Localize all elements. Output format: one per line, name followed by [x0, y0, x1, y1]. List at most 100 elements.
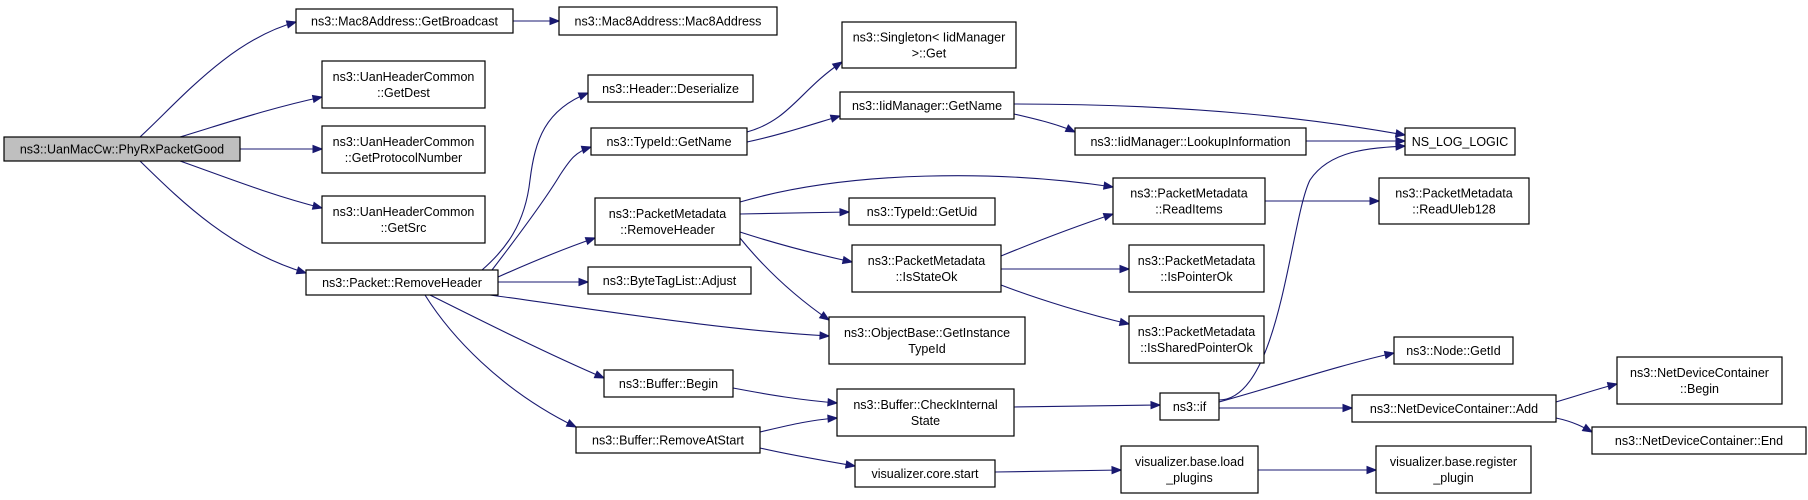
arrowhead-removeheader-to-bufremove: [565, 419, 578, 428]
node-pmremove-label-0: ns3::PacketMetadata: [609, 207, 726, 221]
arrowhead-bufbegin-to-bufcheck: [827, 398, 839, 407]
node-pmremove[interactable]: ns3::PacketMetadata::RemoveHeader: [594, 197, 741, 246]
edge-typeidname-to-singleton: [746, 61, 843, 133]
call-edges: [139, 16, 1619, 475]
node-bufbegin[interactable]: ns3::Buffer::Begin: [603, 369, 734, 398]
node-pmisshared-label-1: ::IsSharedPointerOk: [1140, 341, 1253, 355]
node-pmisptr[interactable]: ns3::PacketMetadata::IsPointerOk: [1128, 244, 1265, 293]
node-iidlookup[interactable]: ns3::IidManager::LookupInformation: [1074, 127, 1307, 156]
node-mac8bcast[interactable]: ns3::Mac8Address::GetBroadcast: [295, 8, 514, 34]
arrowhead-pmremove-to-pmisstate: [841, 255, 854, 265]
arrowhead-removeheader-to-hdrdeser: [577, 92, 590, 101]
node-nsif-label-0: ns3::if: [1173, 400, 1207, 414]
node-getdest-label-1: ::GetDest: [377, 86, 430, 100]
node-bufcheck-label-1: State: [911, 414, 940, 428]
edge-pmremove-to-pmreaditems: [739, 175, 1114, 203]
node-objbase-label-1: TypeId: [908, 342, 946, 356]
node-getuid-box: [848, 197, 996, 226]
node-nsif[interactable]: ns3::if: [1159, 392, 1220, 421]
node-getuid-label-0: ns3::TypeId::GetUid: [867, 205, 978, 219]
node-getsrc[interactable]: ns3::UanHeaderCommon::GetSrc: [321, 195, 486, 244]
arrowhead-phyrx-to-removeheader: [295, 266, 308, 275]
edge-removeheader-to-objbase: [489, 294, 830, 337]
node-vizreg[interactable]: visualizer.base.register _plugin: [1375, 445, 1532, 494]
arrowhead-removeheader-to-objbase: [819, 331, 831, 340]
node-phyrx-label-0: ns3::UanMacCw::PhyRxPacketGood: [20, 143, 224, 157]
node-hdrdeser[interactable]: ns3::Header::Deserialize: [587, 74, 754, 103]
arrowhead-iidgetname-to-nslog: [1394, 129, 1407, 138]
edge-nsif-to-nslog: [1218, 145, 1406, 401]
node-mac8bcast-label-0: ns3::Mac8Address::GetBroadcast: [311, 15, 498, 29]
node-iidlookup-label-0: ns3::IidManager::LookupInformation: [1090, 135, 1290, 149]
arrowhead-pmisstate-to-pmreaditems: [1102, 212, 1115, 222]
arrowhead-pmremove-to-objbase: [818, 311, 831, 321]
edge-removeheader-to-typeidname: [491, 146, 592, 271]
arrowhead-ndcadd-to-ndcbegin: [1606, 382, 1619, 391]
node-nodegetid[interactable]: ns3::Node::GetId: [1393, 336, 1514, 365]
node-getdest[interactable]: ns3::UanHeaderCommon::GetDest: [321, 60, 486, 109]
node-bufremove[interactable]: ns3::Buffer::RemoveAtStart: [575, 426, 761, 454]
node-typeidname[interactable]: ns3::TypeId::GetName: [590, 127, 748, 156]
arrowhead-typeidname-to-singleton: [831, 61, 844, 71]
node-pmuleb[interactable]: ns3::PacketMetadata::ReadUleb128: [1378, 177, 1530, 225]
node-ndcadd[interactable]: ns3::NetDeviceContainer::Add: [1351, 394, 1557, 423]
node-phyrx[interactable]: ns3::UanMacCw::PhyRxPacketGood: [3, 136, 241, 162]
node-mac8ctor-label-0: ns3::Mac8Address::Mac8Address: [575, 15, 762, 29]
edge-removeheader-to-bufremove: [424, 294, 577, 428]
node-mac8ctor[interactable]: ns3::Mac8Address::Mac8Address: [558, 6, 778, 36]
node-pmisstate-label-1: ::IsStateOk: [896, 270, 959, 284]
node-hdrdeser-label-0: ns3::Header::Deserialize: [602, 82, 739, 96]
arrowhead-phyrx-to-getsrc: [311, 201, 324, 210]
node-getproto[interactable]: ns3::UanHeaderCommon::GetProtocolNumber: [321, 125, 486, 174]
arrowhead-removeheader-to-bufbegin: [593, 370, 606, 379]
node-vizload-label-1: _plugins: [1165, 471, 1213, 485]
node-getuid[interactable]: ns3::TypeId::GetUid: [848, 197, 996, 226]
node-bytetag-box: [587, 266, 752, 295]
node-vizload-box: [1120, 445, 1259, 494]
node-ndcend-box: [1591, 426, 1807, 455]
node-vizreg-label-0: visualizer.base.register: [1390, 455, 1517, 469]
node-pmisstate-box: [851, 244, 1002, 293]
arrowhead-nsif-to-nodegetid: [1383, 350, 1396, 360]
node-removeheader[interactable]: ns3::Packet::RemoveHeader: [305, 269, 499, 296]
node-bytetag[interactable]: ns3::ByteTagList::Adjust: [587, 266, 752, 295]
node-getproto-box: [321, 125, 486, 174]
node-pmisptr-label-1: ::IsPointerOk: [1160, 270, 1233, 284]
node-singleton-label-1: >::Get: [912, 47, 947, 61]
edge-vizstart-to-vizload: [994, 469, 1122, 473]
edge-typeidname-to-iidgetname: [746, 115, 841, 143]
node-nsif-box: [1159, 392, 1220, 421]
edge-iidgetname-to-nslog: [1013, 103, 1406, 136]
node-removeheader-label-0: ns3::Packet::RemoveHeader: [322, 276, 482, 290]
edge-bufbegin-to-bufcheck: [732, 387, 838, 404]
node-singleton[interactable]: ns3::Singleton< IidManager>::Get: [841, 21, 1017, 69]
node-pmreaditems[interactable]: ns3::PacketMetadata::ReadItems: [1112, 177, 1266, 225]
node-pmisstate[interactable]: ns3::PacketMetadata::IsStateOk: [851, 244, 1002, 293]
call-nodes: ns3::UanMacCw::PhyRxPacketGood ns3::Mac8A…: [3, 6, 1807, 494]
arrowhead-iidlookup-to-nslog: [1395, 136, 1407, 146]
edge-phyrx-to-getsrc: [179, 160, 323, 209]
arrowhead-removeheader-to-pmremove: [584, 237, 597, 246]
node-iidgetname-box: [839, 91, 1015, 120]
node-mac8bcast-box: [295, 8, 514, 34]
arrowhead-vizload-to-vizreg: [1366, 465, 1378, 475]
node-vizload[interactable]: visualizer.base.load _plugins: [1120, 445, 1259, 494]
arrowhead-pmisstate-to-pmisptr: [1119, 264, 1131, 274]
node-ndcend[interactable]: ns3::NetDeviceContainer::End: [1591, 426, 1807, 455]
node-nslog-label-0: NS_LOG_LOGIC: [1412, 135, 1509, 149]
node-vizstart[interactable]: visualizer.core.start: [854, 459, 996, 488]
node-getsrc-label-0: ns3::UanHeaderCommon: [333, 205, 475, 219]
node-objbase-box: [828, 316, 1026, 365]
node-vizload-label-0: visualizer.base.load: [1135, 455, 1244, 469]
node-pmisptr-box: [1128, 244, 1265, 293]
node-ndcbegin[interactable]: ns3::NetDeviceContainer::Begin: [1616, 356, 1783, 405]
edge-pmremove-to-pmisstate: [739, 231, 853, 263]
node-vizreg-label-1: _plugin: [1432, 471, 1473, 485]
node-nslog[interactable]: NS_LOG_LOGIC: [1404, 127, 1516, 156]
node-iidgetname[interactable]: ns3::IidManager::GetName: [839, 91, 1015, 120]
node-pmisshared[interactable]: ns3::PacketMetadata::IsSharedPointerOk: [1128, 315, 1265, 364]
node-ndcend-label-0: ns3::NetDeviceContainer::End: [1615, 434, 1783, 448]
